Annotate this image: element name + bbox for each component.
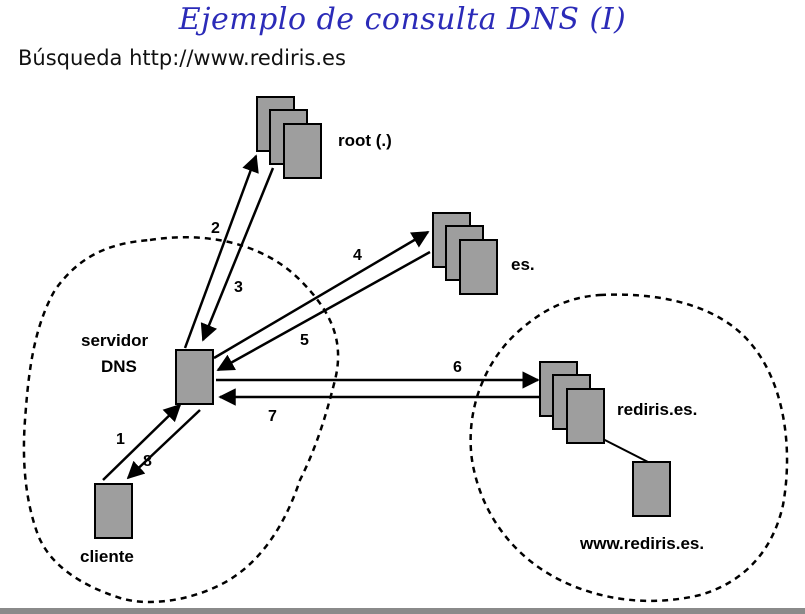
step-4-label: 4 (353, 247, 362, 264)
arrow-step-1 (102, 403, 182, 481)
local-zone-boundary (22, 235, 340, 604)
root-label: root (.) (338, 131, 392, 150)
arrow-step-3 (200, 167, 275, 342)
page-title: Ejemplo de consulta DNS (I) (178, 2, 627, 37)
step-5-label: 5 (300, 332, 309, 349)
arrow-step-8 (126, 409, 201, 480)
step-7-label: 7 (268, 408, 277, 425)
page-subtitle: Búsqueda http://www.rediris.es (18, 46, 346, 70)
step-8-label: 8 (143, 453, 152, 470)
rediris-server-stack-icon (539, 361, 605, 444)
bottom-divider (0, 608, 805, 614)
cliente-label: cliente (80, 547, 134, 566)
www-label: www.rediris.es. (579, 534, 704, 553)
arrow-step-4 (213, 230, 430, 360)
root-server-stack-icon (256, 96, 322, 179)
arrow-step-2 (183, 154, 259, 349)
servidor-label: servidor (81, 331, 148, 350)
rediris-zone-boundary (469, 293, 789, 603)
step-3-label: 3 (234, 279, 243, 296)
rediris-label: rediris.es. (617, 400, 697, 419)
step-2-label: 2 (211, 220, 220, 237)
es-server-stack-icon (432, 212, 498, 295)
step-1-label: 1 (116, 431, 125, 448)
es-label: es. (511, 255, 535, 274)
dns-label: DNS (101, 357, 137, 376)
dns-server-icon (175, 349, 214, 405)
step-6-label: 6 (453, 359, 462, 376)
client-computer-icon (94, 483, 133, 539)
arrow-step-5 (216, 250, 431, 372)
www-server-icon (632, 461, 671, 517)
